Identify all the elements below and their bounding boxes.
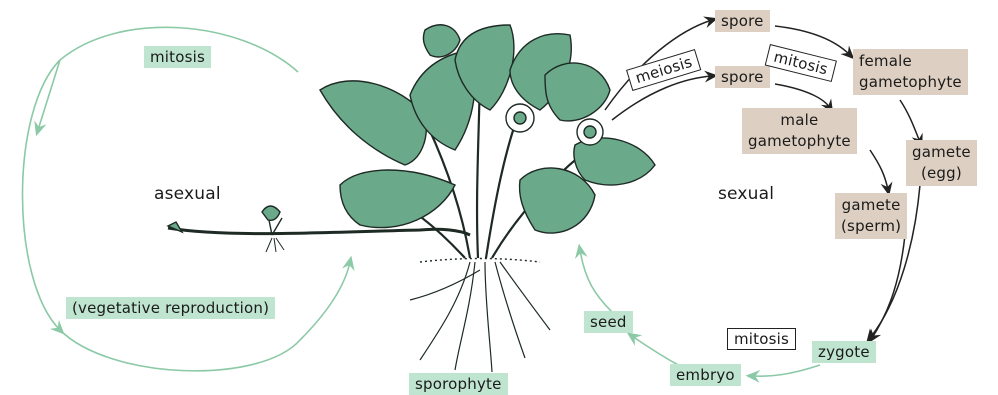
vegetative-reproduction-label: (vegetative reproduction) bbox=[66, 297, 275, 319]
embryo-label: embryo bbox=[670, 364, 741, 386]
gamete-egg-line2: (egg) bbox=[912, 163, 971, 184]
gamete-egg-label: gamete (egg) bbox=[906, 140, 977, 186]
spore-middle-label: spore bbox=[715, 66, 770, 88]
mitosis-asexual-label: mitosis bbox=[144, 46, 211, 68]
female-gametophyte-line1: female bbox=[859, 51, 962, 72]
spore-top-label: spore bbox=[715, 10, 770, 32]
sexual-label: sexual bbox=[712, 183, 780, 205]
mitosis-zygote-label: mitosis bbox=[727, 328, 796, 350]
sporophyte-label: sporophyte bbox=[409, 373, 508, 395]
seed-label: seed bbox=[584, 311, 633, 333]
gamete-sperm-line2: (sperm) bbox=[841, 216, 901, 237]
female-gametophyte-label: female gametophyte bbox=[853, 49, 968, 95]
asexual-label: asexual bbox=[148, 183, 227, 205]
strawberry-plant-illustration bbox=[168, 25, 655, 372]
female-gametophyte-line2: gametophyte bbox=[859, 72, 962, 93]
male-gametophyte-label: male gametophyte bbox=[742, 108, 857, 154]
gamete-sperm-line1: gamete bbox=[841, 195, 901, 216]
gamete-sperm-label: gamete (sperm) bbox=[835, 193, 907, 239]
gamete-egg-line1: gamete bbox=[912, 142, 971, 163]
male-gametophyte-line1: male bbox=[748, 110, 851, 131]
male-gametophyte-line2: gametophyte bbox=[748, 131, 851, 152]
zygote-label: zygote bbox=[812, 341, 876, 363]
